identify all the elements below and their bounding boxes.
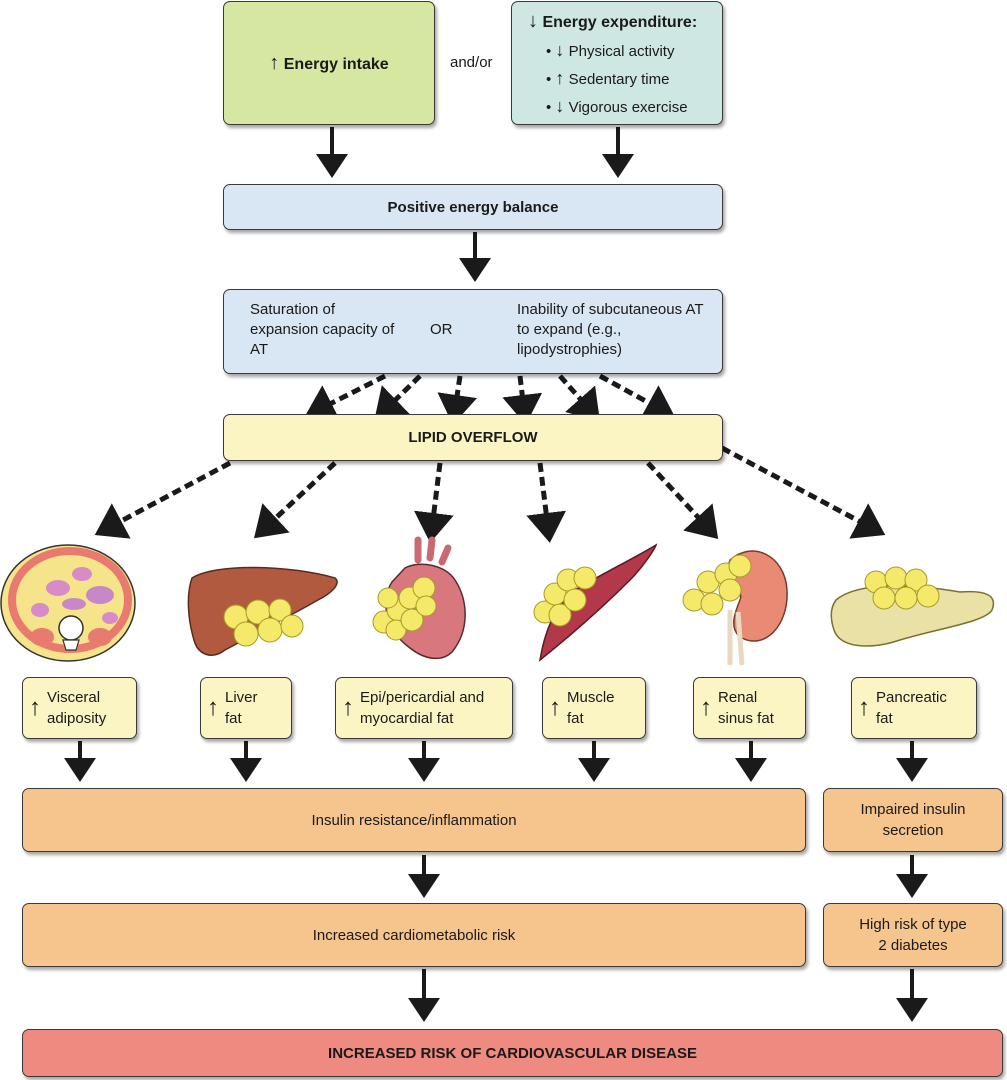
up-arrow-icon: ↑: [342, 694, 354, 721]
up-arrow-icon: ↑: [555, 68, 565, 88]
dashed-arrow-muscle: [526, 462, 567, 543]
pancreas-icon: [830, 566, 995, 647]
energy-intake-label: ↑ Energy intake: [269, 51, 389, 74]
depot-renal-label: Renal sinus fat: [718, 689, 774, 727]
dashed-arrow-visceral: [94, 460, 232, 539]
saturation-box: Saturation of expansion capacity of AT O…: [223, 289, 723, 374]
depot-renal-box: ↑Renal sinus fat: [693, 677, 806, 739]
depot-heart-label: Epi/pericardial and myocardial fat: [360, 689, 485, 727]
energy-expenditure-box: ↓ Energy expenditure: • ↓ Physical activ…: [511, 1, 723, 125]
energy-expenditure-title: ↓ Energy expenditure:: [528, 10, 698, 32]
lipid-overflow-box: LIPID OVERFLOW: [223, 414, 723, 461]
saturation-or-text: OR: [430, 321, 453, 338]
dashed-arrow-liver: [254, 461, 337, 539]
impaired-secretion-box: Impaired insulin secretion: [823, 788, 1003, 852]
heart-icon: [372, 536, 466, 660]
dashed-arrow-heart: [413, 462, 454, 543]
down-arrow-icon: ↓: [528, 10, 538, 32]
depot-pancreatic-box: ↑Pancreatic fat: [851, 677, 977, 739]
down-arrow-icon: ↓: [555, 40, 565, 60]
depot-visceral-box: ↑Visceral adiposity: [22, 677, 137, 739]
dashed-arrow-renal: [646, 461, 719, 540]
expenditure-item-physical-activity: • ↓ Physical activity: [546, 40, 675, 60]
dashed-arrow-sat-3: [437, 375, 477, 425]
depot-muscle-box: ↑Muscle fat: [542, 677, 646, 739]
depot-heart-box: ↑Epi/pericardial and myocardial fat: [335, 677, 513, 739]
up-arrow-icon: ↑: [858, 694, 870, 721]
depot-liver-label: Liver fat: [225, 689, 258, 727]
expenditure-item-sedentary-time: • ↑ Sedentary time: [546, 68, 670, 88]
dashed-arrow-sat-5: [558, 374, 600, 422]
up-arrow-icon: ↑: [29, 694, 41, 721]
depot-muscle-label: Muscle fat: [567, 689, 615, 727]
depot-pancreatic-label: Pancreatic fat: [876, 689, 947, 727]
depot-liver-box: ↑Liver fat: [200, 677, 292, 739]
muscle-icon: [533, 543, 658, 662]
andor-label: and/or: [450, 54, 493, 71]
kidney-icon: [682, 550, 788, 666]
liver-icon: [187, 566, 338, 656]
cardiometabolic-risk-box: Increased cardiometabolic risk: [22, 903, 806, 967]
expenditure-item-vigorous-exercise: • ↓ Vigorous exercise: [546, 96, 688, 116]
energy-intake-box: ↑ Energy intake: [223, 1, 435, 125]
dashed-arrow-sat-4: [502, 375, 543, 425]
diabetes-risk-box: High risk of type 2 diabetes: [823, 903, 1003, 967]
visceral-cross-section-icon: [0, 544, 136, 662]
cardiovascular-risk-box: INCREASED RISK OF CARDIOVASCULAR DISEASE: [22, 1029, 1003, 1077]
dashed-arrow-sat-2: [374, 374, 422, 421]
insulin-resistance-box: Insulin resistance/inflammation: [22, 788, 806, 852]
positive-energy-balance-box: Positive energy balance: [223, 184, 723, 230]
up-arrow-icon: ↑: [269, 51, 280, 74]
dashed-arrow-pancreas: [720, 445, 886, 539]
saturation-right-text: Inability of subcutaneous AT to expand (…: [517, 301, 704, 358]
up-arrow-icon: ↑: [207, 694, 219, 721]
dashed-arrow-sat-1: [304, 373, 387, 422]
down-arrow-icon: ↓: [555, 96, 565, 116]
up-arrow-icon: ↑: [549, 694, 561, 721]
up-arrow-icon: ↑: [700, 694, 712, 721]
dashed-arrow-sat-6: [598, 373, 676, 421]
depot-visceral-label: Visceral adiposity: [47, 689, 107, 727]
saturation-left-text: Saturation of expansion capacity of AT: [250, 301, 395, 358]
